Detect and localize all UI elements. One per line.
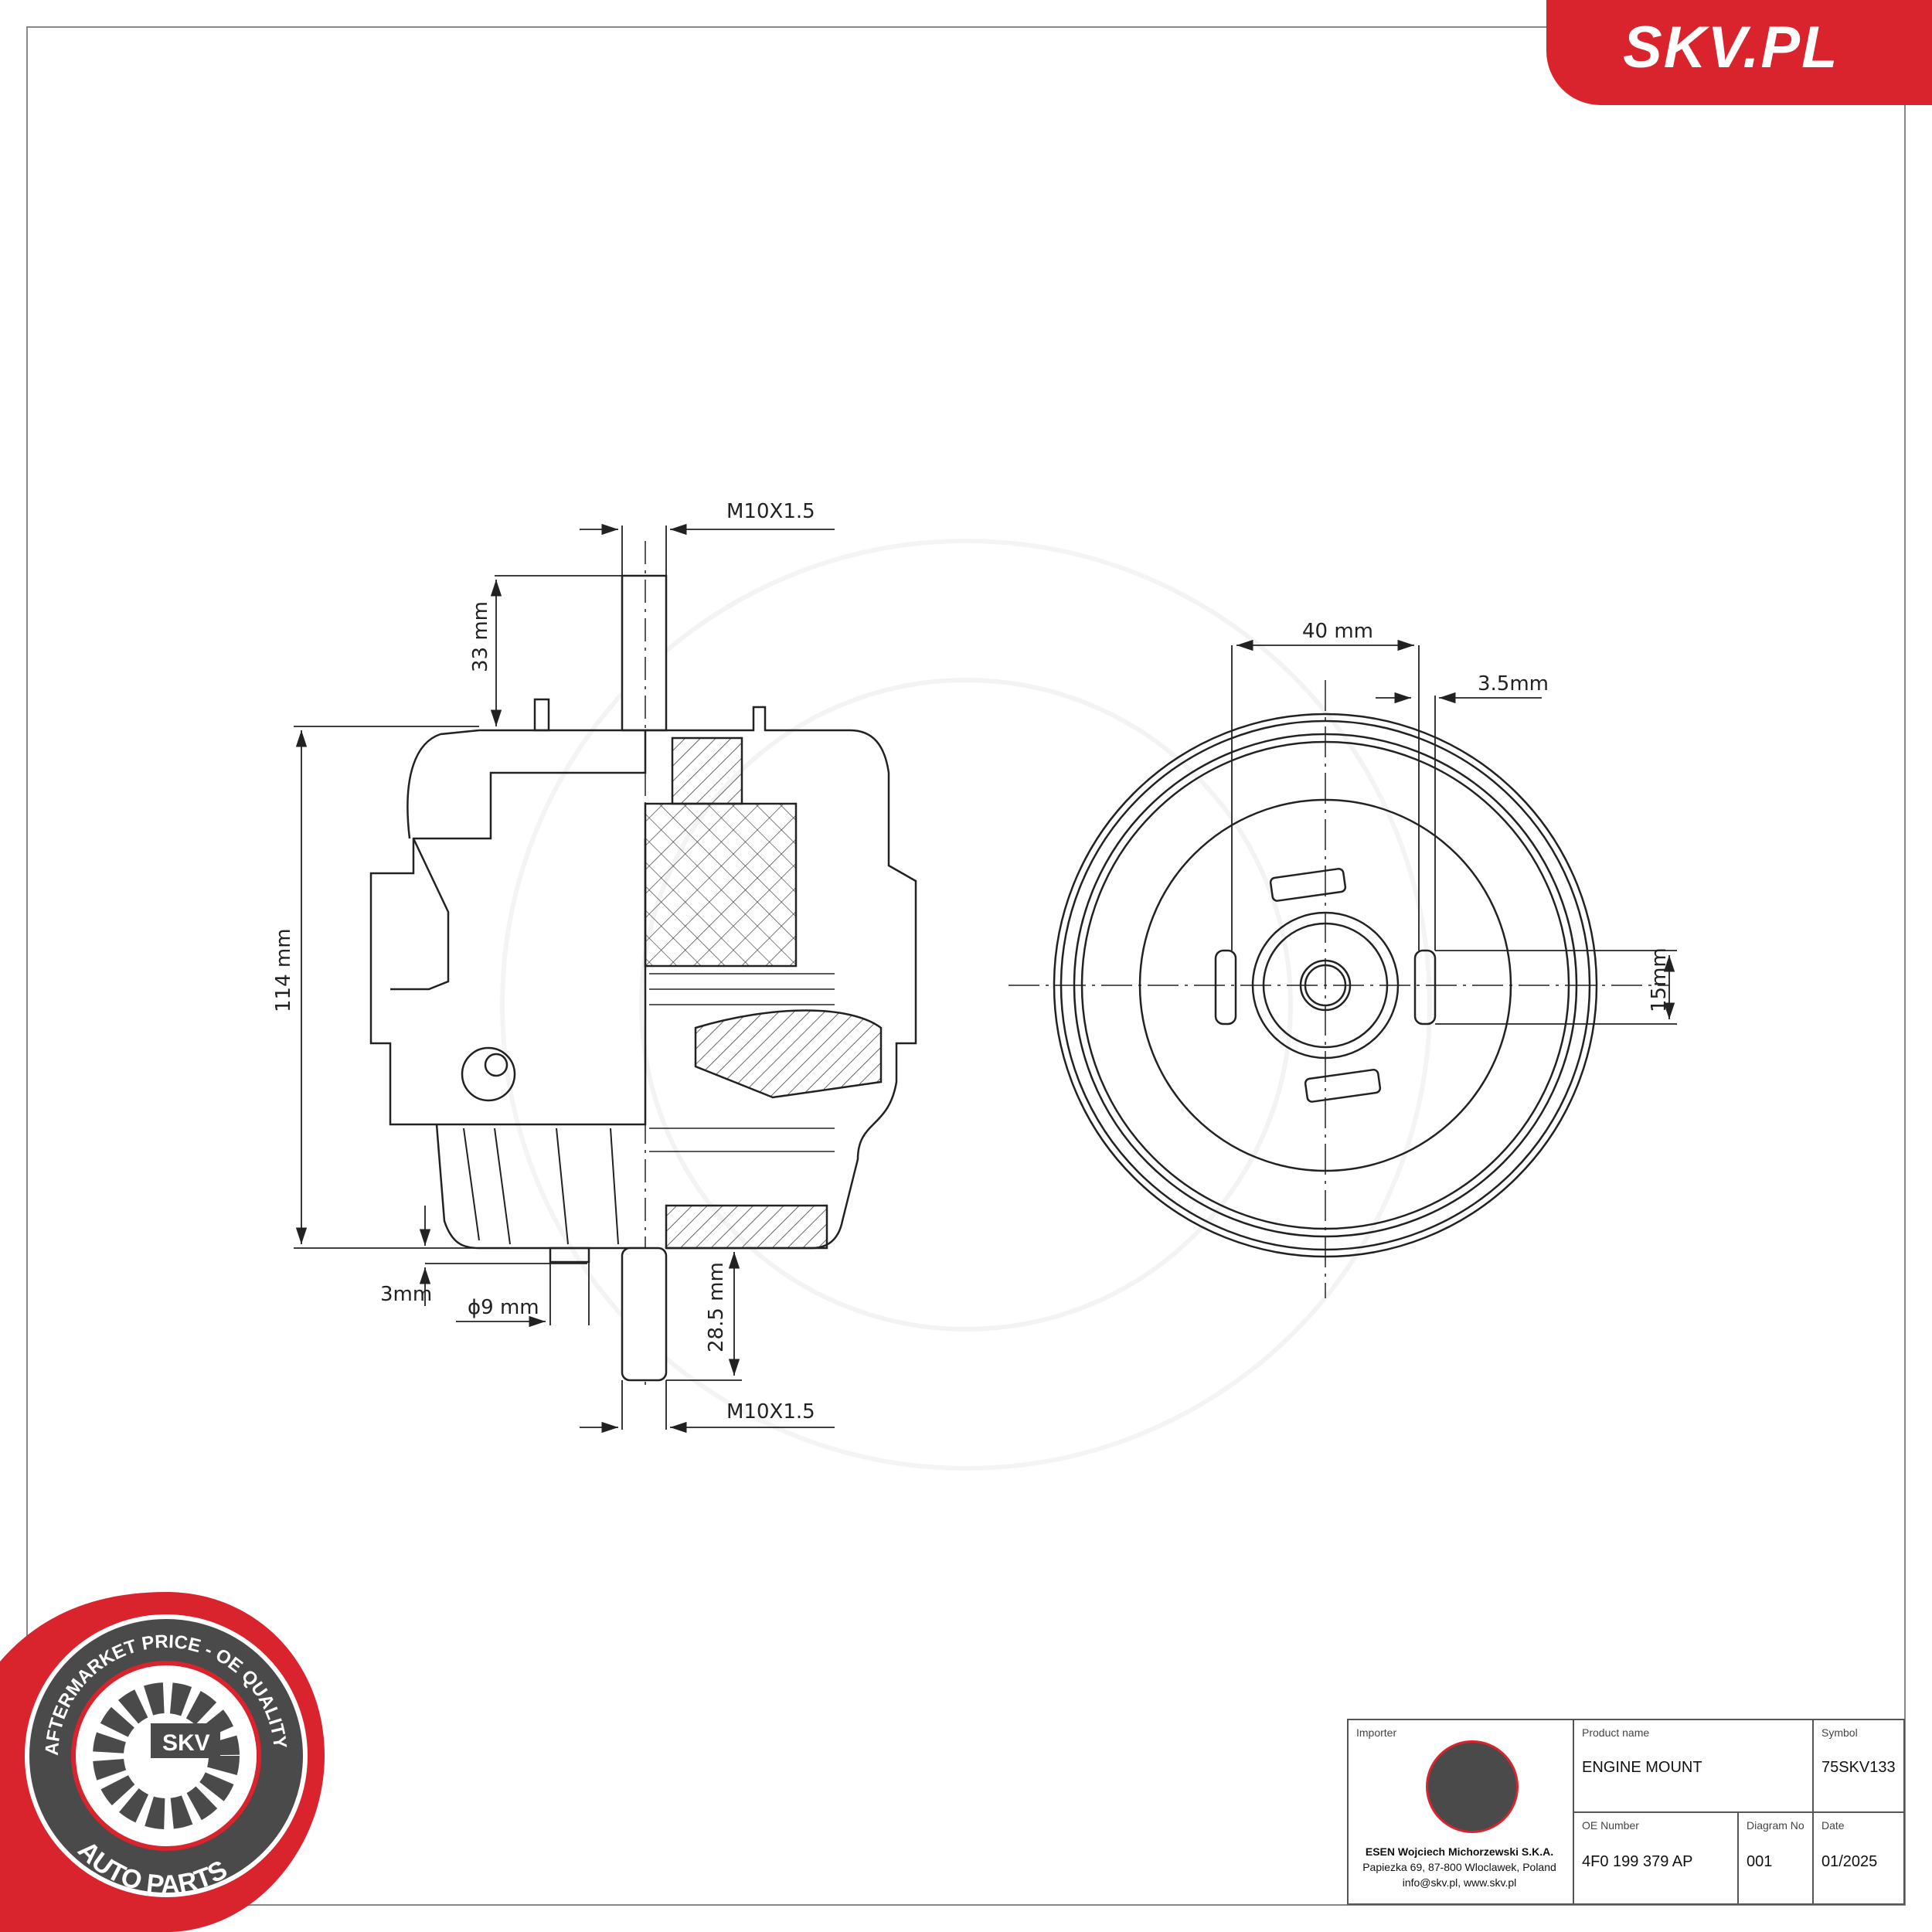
brand-tab — [1546, 0, 1932, 105]
diagram-no: 001 — [1747, 1853, 1773, 1870]
importer-label: Importer — [1356, 1726, 1397, 1739]
product-name-label: Product name — [1582, 1726, 1650, 1739]
dim-total-height: 114 mm — [272, 928, 295, 1012]
importer-contact[interactable]: info@skv.pl, www.skv.pl — [1402, 1876, 1517, 1889]
date-cell: Date 01/2025 — [1812, 1813, 1903, 1903]
importer-info: ESEN Wojciech Michorzewski S.K.A. Papiez… — [1349, 1844, 1570, 1890]
dim-bottom-stud: 28.5 mm — [705, 1262, 728, 1352]
oe-number-label: OE Number — [1582, 1819, 1639, 1832]
watermark-gear-icon — [500, 539, 1432, 1471]
top-dimensions — [1231, 639, 1677, 1025]
importer-cell: Importer ESEN Wojciech Michorzewski S.K.… — [1349, 1720, 1573, 1903]
symbol: 75SKV133 — [1821, 1759, 1896, 1776]
importer-address: Papiezka 69, 87-800 Wloclawek, Poland — [1362, 1861, 1556, 1873]
symbol-cell: Symbol 75SKV133 — [1812, 1720, 1903, 1813]
title-block: Importer ESEN Wojciech Michorzewski S.K.… — [1347, 1719, 1905, 1905]
brand-logo[interactable]: SKV.PL — [1623, 15, 1839, 80]
side-dimensions — [294, 523, 835, 1434]
skv-badge-logo — [0, 1592, 325, 1932]
dim-pin-diameter: ϕ9 mm — [468, 1296, 539, 1319]
importer-logo-icon — [1426, 1740, 1519, 1833]
dim-offset: 3mm — [380, 1283, 432, 1306]
product-name-cell: Product name ENGINE MOUNT — [1573, 1720, 1812, 1813]
oe-number: 4F0 199 379 AP — [1582, 1853, 1693, 1870]
frame-border — [26, 26, 1906, 1906]
date: 01/2025 — [1821, 1853, 1878, 1870]
dim-bottom-thread: M10X1.5 — [726, 1400, 815, 1423]
date-label: Date — [1821, 1819, 1845, 1832]
diagram-no-cell: Diagram No 001 — [1737, 1813, 1812, 1903]
dim-slot-width: 3.5mm — [1478, 672, 1549, 696]
side-view — [369, 541, 917, 1391]
symbol-label: Symbol — [1821, 1726, 1858, 1739]
dim-top-thread: M10X1.5 — [726, 500, 815, 523]
dim-stud-height: 33 mm — [469, 601, 492, 672]
diagram-no-label: Diagram No — [1747, 1819, 1804, 1832]
product-name: ENGINE MOUNT — [1582, 1759, 1702, 1776]
dim-slot-spacing: 40 mm — [1302, 620, 1373, 643]
oe-number-cell: OE Number 4F0 199 379 AP — [1573, 1813, 1737, 1903]
top-view — [1009, 680, 1669, 1298]
badge-center-text: SKV — [162, 1730, 210, 1756]
importer-name: ESEN Wojciech Michorzewski S.K.A. — [1365, 1845, 1554, 1858]
dim-slot-length: 15mm — [1648, 947, 1671, 1012]
